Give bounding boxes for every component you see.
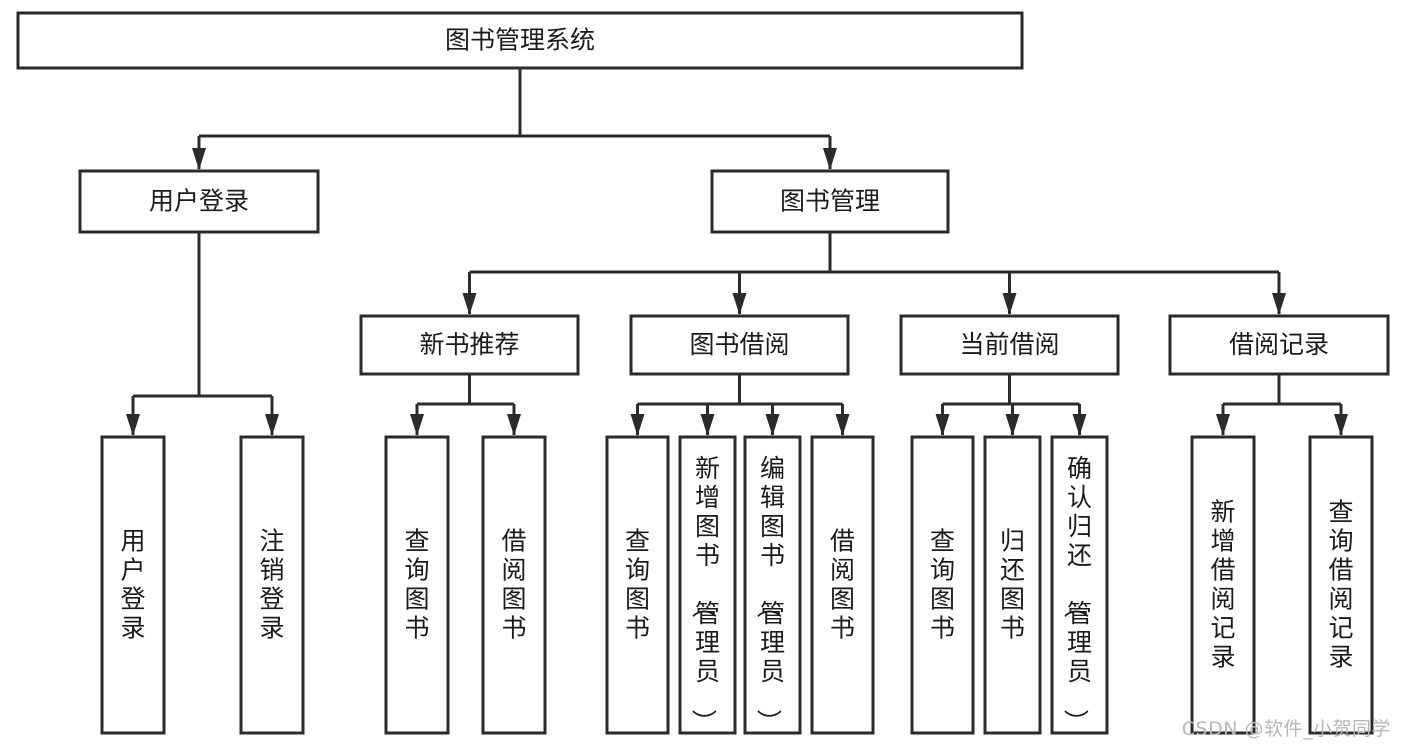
arrow-head-icon xyxy=(265,414,279,436)
arrow-head-icon xyxy=(823,148,837,170)
node-label: 借阅记录 xyxy=(1229,330,1329,359)
arrow-head-icon xyxy=(732,293,747,315)
node-box xyxy=(100,435,166,735)
arrow-head-icon xyxy=(1334,414,1348,436)
node-box xyxy=(1168,314,1390,376)
node-label: 图书管理 xyxy=(780,187,880,216)
arrow-head-icon xyxy=(1216,414,1230,436)
node-leaf-user-login[interactable]: 用户登录 xyxy=(100,435,166,735)
arrow-head-icon xyxy=(507,414,521,436)
node-box xyxy=(983,435,1042,735)
arrow-head-icon xyxy=(1002,293,1017,315)
node-leaf-borrow-do[interactable]: 借阅图书 xyxy=(810,435,875,735)
arrow-head-icon xyxy=(835,414,850,436)
node-leaf-new-query[interactable]: 查询图书 xyxy=(384,435,450,735)
node-box xyxy=(1308,435,1374,735)
node-label: 注销登录 xyxy=(259,527,284,643)
node-label: 当前借阅 xyxy=(959,330,1059,359)
node-label: 归还图书 xyxy=(1000,527,1025,643)
arrow-head-icon xyxy=(700,414,715,436)
node-leaf-borrow-query[interactable]: 查询图书 xyxy=(605,435,670,735)
node-label: 用户登录 xyxy=(149,187,249,216)
edges-layer xyxy=(126,68,1348,436)
arrow-head-icon xyxy=(1072,414,1087,436)
node-box xyxy=(481,435,547,735)
node-box xyxy=(710,169,950,234)
edge-group-root xyxy=(192,68,837,170)
node-leaf-current-confirm[interactable]: 确认归还（管理员） xyxy=(1050,435,1109,735)
node-leaf-current-query[interactable]: 查询图书 xyxy=(910,435,975,735)
node-box xyxy=(1050,435,1109,735)
node-label: 编辑图书（管理员） xyxy=(754,454,785,734)
node-box xyxy=(78,169,320,234)
node-leaf-new-borrow[interactable]: 借阅图书 xyxy=(481,435,547,735)
node-label: 借阅图书 xyxy=(501,527,526,643)
edge-group-newbook xyxy=(410,374,521,436)
edge-group-borrow xyxy=(630,374,850,436)
node-leaf-borrow-edit[interactable]: 编辑图书（管理员） xyxy=(743,435,802,735)
node-label: 查询借阅记录 xyxy=(1328,498,1353,672)
arrow-head-icon xyxy=(1272,293,1286,315)
edge-group-records xyxy=(1216,374,1348,436)
edge-group-current xyxy=(935,374,1087,436)
node-leaf-record-query[interactable]: 查询借阅记录 xyxy=(1308,435,1374,735)
arrow-head-icon xyxy=(765,414,780,436)
arrow-head-icon xyxy=(192,148,206,170)
node-leaf-current-return[interactable]: 归还图书 xyxy=(983,435,1042,735)
node-box xyxy=(678,435,737,735)
node-leaf-record-add[interactable]: 新增借阅记录 xyxy=(1190,435,1256,735)
node-label: 查询图书 xyxy=(930,527,955,643)
node-login[interactable]: 用户登录 xyxy=(78,169,320,234)
node-box xyxy=(359,314,580,376)
arrow-head-icon xyxy=(410,414,424,436)
node-records[interactable]: 借阅记录 xyxy=(1168,314,1390,376)
edge-group-bookmgmt xyxy=(462,232,1286,315)
node-box xyxy=(810,435,875,735)
node-label: 确认归还（管理员） xyxy=(1061,454,1092,734)
node-box xyxy=(239,435,305,735)
node-leaf-borrow-add[interactable]: 新增图书（管理员） xyxy=(678,435,737,735)
node-label: 新增图书（管理员） xyxy=(689,454,720,734)
node-label: 新书推荐 xyxy=(419,330,519,359)
node-label: 新增借阅记录 xyxy=(1210,498,1235,672)
node-box xyxy=(743,435,802,735)
node-borrow[interactable]: 图书借阅 xyxy=(629,314,850,376)
arrow-head-icon xyxy=(1005,414,1020,436)
node-label: 图书借阅 xyxy=(689,330,789,359)
node-box xyxy=(16,11,1024,70)
node-box xyxy=(629,314,850,376)
node-label: 查询图书 xyxy=(625,527,650,643)
arrow-head-icon xyxy=(462,293,477,315)
node-leaf-user-logout[interactable]: 注销登录 xyxy=(239,435,305,735)
node-box xyxy=(910,435,975,735)
nodes-layer: 图书管理系统用户登录图书管理新书推荐图书借阅当前借阅借阅记录用户登录注销登录查询… xyxy=(16,11,1390,735)
arrow-head-icon xyxy=(630,414,645,436)
node-box xyxy=(605,435,670,735)
csdn-watermark: CSDN @软件_小贺同学 xyxy=(1181,718,1391,740)
node-box xyxy=(899,314,1120,376)
node-label: 查询图书 xyxy=(404,527,429,643)
node-label: 图书管理系统 xyxy=(445,26,595,55)
node-label: 用户登录 xyxy=(120,527,145,643)
node-current[interactable]: 当前借阅 xyxy=(899,314,1120,376)
node-bookmgmt[interactable]: 图书管理 xyxy=(710,169,950,234)
node-box xyxy=(384,435,450,735)
node-box xyxy=(1190,435,1256,735)
arrow-head-icon xyxy=(126,414,140,436)
arrow-head-icon xyxy=(935,414,950,436)
node-newbook[interactable]: 新书推荐 xyxy=(359,314,580,376)
edge-group-login xyxy=(126,232,279,436)
node-label: 借阅图书 xyxy=(830,527,855,643)
node-root[interactable]: 图书管理系统 xyxy=(16,11,1024,70)
